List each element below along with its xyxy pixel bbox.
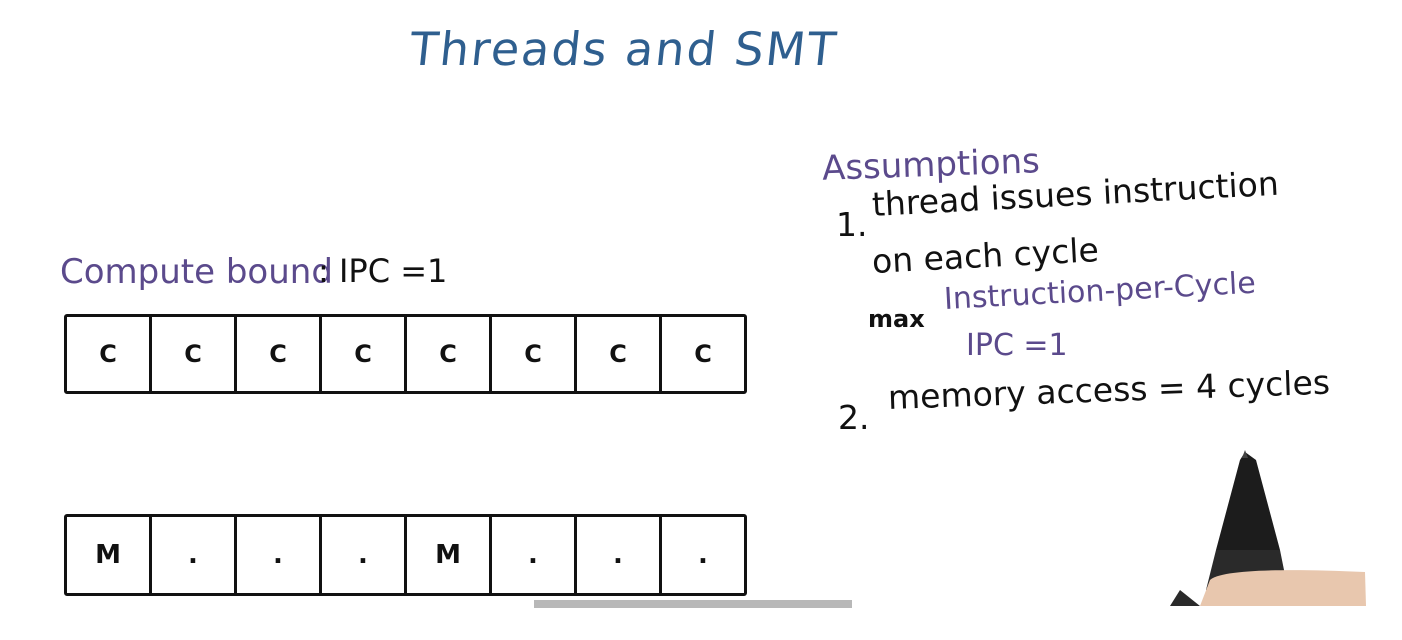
compute-bound-label: Compute bound — [60, 252, 333, 292]
compute-ipc-label: : IPC =1 — [318, 252, 448, 290]
cycle-cell: C — [152, 317, 237, 391]
cycle-cell: C — [237, 317, 322, 391]
assumption-1-text-cont: on each cycle — [870, 230, 1100, 281]
cycle-cell: . — [698, 540, 708, 570]
cycle-cell: C — [67, 317, 152, 391]
compute-cycle-row: C C C C C C C C — [64, 314, 747, 394]
assumption-2-text: memory access = 4 cycles — [887, 362, 1331, 417]
pen-icon — [1170, 450, 1366, 606]
cycle-cell: C — [577, 317, 662, 391]
assumption-2-number: 2. — [838, 398, 870, 437]
cycle-cell: C — [407, 317, 492, 391]
cycle-cell: . — [237, 517, 322, 593]
cycle-cell: . — [322, 517, 407, 593]
cycle-cell: . — [577, 517, 662, 593]
memory-cycle-row: M . . . M . . . — [64, 514, 747, 596]
cycle-cell: M — [67, 517, 152, 593]
cycle-cell: . — [152, 517, 237, 593]
ipc-value: IPC =1 — [966, 328, 1068, 363]
cycle-cell: M — [407, 517, 492, 593]
assumption-1-number: 1. — [836, 205, 868, 244]
cycle-cell: . — [492, 517, 577, 593]
cycle-cell: C — [694, 340, 712, 368]
video-progress-bar[interactable] — [534, 600, 852, 608]
max-label: max — [868, 305, 925, 333]
cycle-cell: C — [322, 317, 407, 391]
cycle-cell: C — [492, 317, 577, 391]
page-title: Threads and SMT — [407, 22, 841, 76]
